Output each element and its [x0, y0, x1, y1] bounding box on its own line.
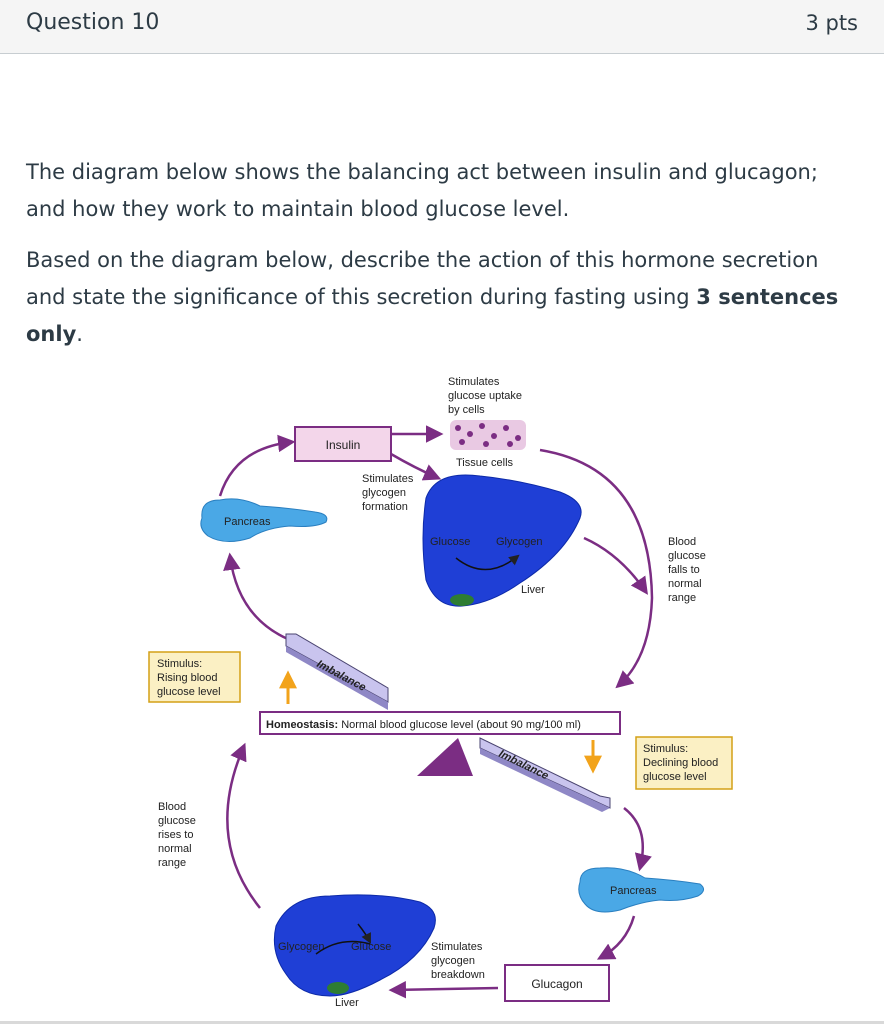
tissue-cells-icon: [450, 420, 526, 450]
svg-text:Rising blood: Rising blood: [157, 672, 218, 684]
liver-top-label: Liver: [521, 584, 545, 596]
pancreas-to-glucagon-arrow: [596, 915, 636, 960]
glucose-uptake-label: Stimulates glucose uptake by cells: [448, 376, 522, 416]
svg-text:normal: normal: [158, 843, 192, 855]
insulin-label: Insulin: [326, 438, 361, 452]
blood-glucose-falls-label: Blood glucose falls to normal range: [668, 536, 706, 604]
insulin-glucagon-diagram: Stimulates glucose uptake by cells Tissu…: [140, 368, 740, 1020]
liver-top-glucose: Glucose: [430, 536, 470, 548]
svg-text:glucose: glucose: [668, 550, 706, 562]
stimulus-declining-box: Stimulus: Declining blood glucose level: [635, 736, 733, 790]
glucagon-box: Glucagon: [504, 964, 610, 1002]
glucagon-to-liver-arrow: [388, 980, 499, 999]
svg-text:normal: normal: [668, 578, 702, 590]
svg-text:Stimulus:: Stimulus:: [643, 743, 688, 755]
homeostasis-text: Normal blood glucose level (about 90 mg/…: [338, 719, 581, 731]
liver-to-homeostasis-arrow: [226, 742, 261, 909]
svg-text:rises to: rises to: [158, 829, 193, 841]
svg-text:range: range: [158, 857, 186, 869]
glycogen-formation-label: Stimulates glycogen formation: [362, 473, 414, 513]
glucagon-label: Glucagon: [531, 977, 582, 991]
insulin-to-liver-arrow: [390, 452, 442, 481]
svg-text:glucose level: glucose level: [643, 771, 707, 783]
svg-text:Declining blood: Declining blood: [643, 757, 718, 769]
paragraph-2-bold: 3 sentences only: [26, 285, 839, 346]
pancreas-top-label: Pancreas: [224, 516, 271, 528]
question-points: 3 pts: [805, 11, 858, 35]
imbalance-beam-lower: Imbalance: [479, 737, 611, 812]
fulcrum-triangle: [417, 738, 473, 776]
imbalance-beam-upper: Imbalance: [285, 633, 389, 710]
question-body: The diagram below shows the balancing ac…: [26, 154, 856, 367]
liver-bottom-glycogen: Glycogen: [278, 941, 324, 953]
svg-text:formation: formation: [362, 501, 408, 513]
pancreas-bottom-icon: Pancreas: [578, 867, 704, 913]
svg-text:range: range: [668, 592, 696, 604]
svg-text:glucose: glucose: [158, 815, 196, 827]
svg-text:Blood: Blood: [668, 536, 696, 548]
svg-text:Stimulus:: Stimulus:: [157, 658, 202, 670]
pancreas-to-insulin-arrow: [218, 434, 296, 497]
blood-glucose-rises-label: Blood glucose rises to normal range: [158, 801, 196, 869]
liver-to-falls-arrow: [583, 536, 648, 595]
pancreas-bottom-label: Pancreas: [610, 885, 657, 897]
svg-text:glucose uptake: glucose uptake: [448, 390, 522, 402]
liver-bottom-label: Liver: [335, 997, 359, 1009]
svg-text:by cells: by cells: [448, 404, 485, 416]
paragraph-2-end: .: [76, 322, 83, 346]
svg-text:glycogen: glycogen: [431, 955, 475, 967]
right-top-arc-arrow: [539, 448, 654, 689]
paragraph-2-text: Based on the diagram below, describe the…: [26, 248, 819, 309]
svg-text:Blood: Blood: [158, 801, 186, 813]
stimulus-to-pancreas-arrow: [223, 552, 291, 642]
svg-text:glucose level: glucose level: [157, 686, 221, 698]
homeostasis-bold: Homeostasis:: [266, 719, 338, 731]
liver-bottom-glucose: Glucose: [351, 941, 391, 953]
bottom-divider: [0, 1021, 884, 1024]
svg-text:Stimulates: Stimulates: [448, 376, 500, 388]
svg-text:breakdown: breakdown: [431, 969, 485, 981]
liver-top-glycogen: Glycogen: [496, 536, 542, 548]
insulin-box: Insulin: [294, 426, 392, 462]
pancreas-top-icon: Pancreas: [200, 498, 328, 542]
svg-text:Homeostasis: Normal blood gluc: Homeostasis: Normal blood glucose level …: [266, 719, 581, 731]
homeostasis-bar: Homeostasis: Normal blood glucose level …: [259, 711, 621, 735]
stimulus-rising-box: Stimulus: Rising blood glucose level: [148, 651, 241, 703]
svg-text:Stimulates: Stimulates: [431, 941, 483, 953]
svg-text:glycogen: glycogen: [362, 487, 406, 499]
question-title: Question 10: [26, 10, 160, 35]
question-header: Question 10 3 pts: [0, 0, 884, 54]
tissue-cells-label: Tissue cells: [456, 457, 514, 469]
liver-top-icon: Glucose Glycogen Liver: [422, 474, 582, 607]
svg-text:Stimulates: Stimulates: [362, 473, 414, 485]
svg-text:falls to: falls to: [668, 564, 700, 576]
liver-bottom-icon: Glycogen Glucose Liver: [273, 894, 436, 1009]
glycogen-breakdown-label: Stimulates glycogen breakdown: [431, 941, 485, 981]
question-paragraph-1: The diagram below shows the balancing ac…: [26, 160, 818, 221]
question-paragraph-2: Based on the diagram below, describe the…: [26, 242, 856, 353]
stimulus-to-pancreas-bottom-arrow: [623, 807, 652, 872]
